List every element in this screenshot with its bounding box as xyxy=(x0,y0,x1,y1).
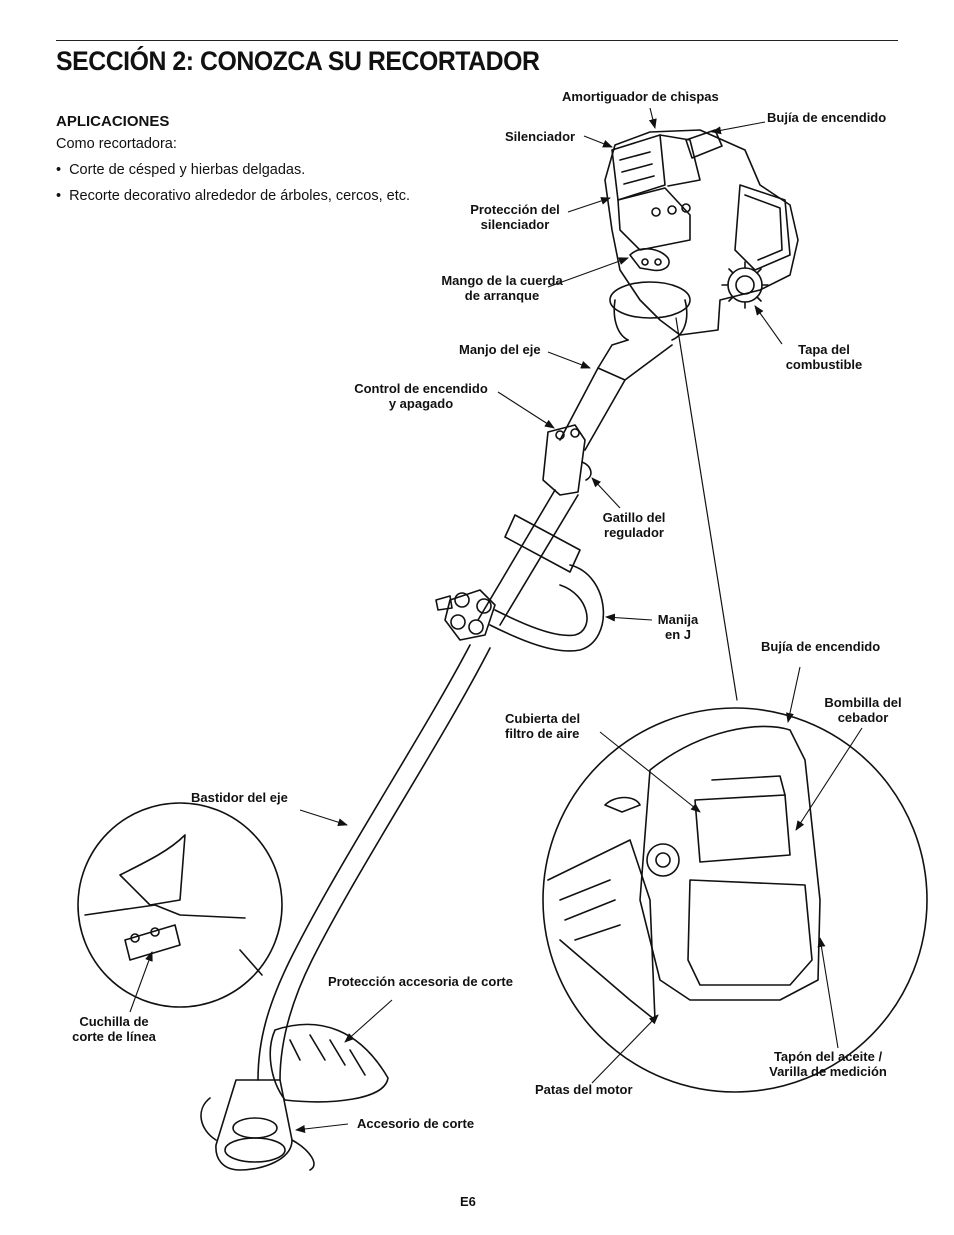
label-line-blade: Cuchilla de corte de línea xyxy=(54,1014,174,1044)
label-line: Mango de la cuerda xyxy=(441,273,563,288)
air-filter-cover-shape xyxy=(694,794,791,863)
engine-body xyxy=(604,129,799,336)
label-primer-bulb: Bombilla del cebador xyxy=(814,695,912,725)
muffler-guard-shape xyxy=(617,187,691,251)
shaft-mid xyxy=(477,489,579,626)
label-throttle-trigger: Gatillo del regulador xyxy=(594,510,674,540)
label-cutting-attachment: Accesorio de corte xyxy=(357,1116,475,1131)
starter-handle-shape xyxy=(629,248,670,272)
j-handle-clamp xyxy=(444,589,496,641)
label-line: Tapa del xyxy=(798,342,850,357)
label-line: Gatillo del xyxy=(602,510,666,525)
label-line: Cubierta del xyxy=(505,711,581,726)
applications-heading: APLICACIONES xyxy=(56,113,170,130)
label-spark-plug-top: Bujía de encendido xyxy=(767,110,887,125)
label-oil-cap: Tapón del aceite / Varilla de medición xyxy=(758,1049,898,1079)
label-shaft-handle: Manjo del eje xyxy=(459,342,541,357)
label-muffler: Silenciador xyxy=(505,129,576,144)
grip-sleeve xyxy=(504,514,581,573)
label-cutting-guard: Protección accesoria de corte xyxy=(328,974,513,989)
applications-section: APLICACIONES Como recortadora: Corte de … xyxy=(56,113,410,214)
shaft-housing-shape xyxy=(257,644,491,1081)
label-line: en J xyxy=(664,627,691,642)
header-rule xyxy=(56,40,898,41)
label-engine-feet: Patas del motor xyxy=(535,1082,633,1097)
label-line: cebador xyxy=(837,710,889,725)
shaft-coupling xyxy=(597,339,673,381)
cutting-guard xyxy=(269,1023,389,1103)
label-line: de arranque xyxy=(464,288,540,303)
label-fuel-cap: Tapa del combustible xyxy=(774,342,874,372)
label-shaft-housing: Bastidor del eje xyxy=(191,790,288,805)
label-line: combustible xyxy=(785,357,863,372)
label-line: Varilla de medición xyxy=(769,1064,887,1079)
page-title: SECCIÓN 2: CONOZCA SU RECORTADOR xyxy=(56,46,540,76)
page-number: E6 xyxy=(460,1194,476,1209)
label-muffler-guard: Protección del silenciador xyxy=(458,202,572,232)
spark-plug-cap xyxy=(685,129,723,159)
list-item: Recorte decorativo alrededor de árboles,… xyxy=(56,188,410,204)
label-line: corte de línea xyxy=(72,1029,156,1044)
label-on-off-control: Control de encendido y apagado xyxy=(344,381,498,411)
j-handle xyxy=(489,564,605,652)
applications-intro: Como recortadora: xyxy=(56,136,177,152)
label-line: Tapón del aceite / xyxy=(773,1049,883,1064)
label-j-handle: Manija en J xyxy=(650,612,706,642)
label-line: Manija xyxy=(657,612,699,627)
muffler-shape xyxy=(611,134,666,201)
shaft-top xyxy=(559,367,626,451)
label-spark-plug-detail: Bujía de encendido xyxy=(761,639,881,654)
fuel-tank-shape xyxy=(687,879,813,986)
label-line: regulador xyxy=(604,525,664,540)
label-line: Control de encendido xyxy=(354,381,488,396)
label-line: silenciador xyxy=(480,217,550,232)
engine-detail-circle xyxy=(542,707,928,1093)
label-line: filtro de aire xyxy=(505,726,580,741)
list-item: Corte de césped y hierbas delgadas. xyxy=(56,162,410,178)
line-blade-detail-circle xyxy=(77,802,283,1008)
cutting-head xyxy=(215,1079,293,1171)
label-line: y apagado xyxy=(388,396,454,411)
label-line: Bombilla del xyxy=(824,695,902,710)
throttle-control xyxy=(542,424,586,496)
label-air-filter-cover: Cubierta del filtro de aire xyxy=(505,711,580,741)
label-starter-handle: Mango de la cuerda de arranque xyxy=(430,273,574,303)
label-line: Cuchilla de xyxy=(79,1014,149,1029)
label-spark-arrestor: Amortiguador de chispas xyxy=(562,89,719,104)
label-line: Protección del xyxy=(470,202,560,217)
air-box xyxy=(734,184,791,271)
applications-list: Corte de césped y hierbas delgadas. Reco… xyxy=(56,162,410,204)
